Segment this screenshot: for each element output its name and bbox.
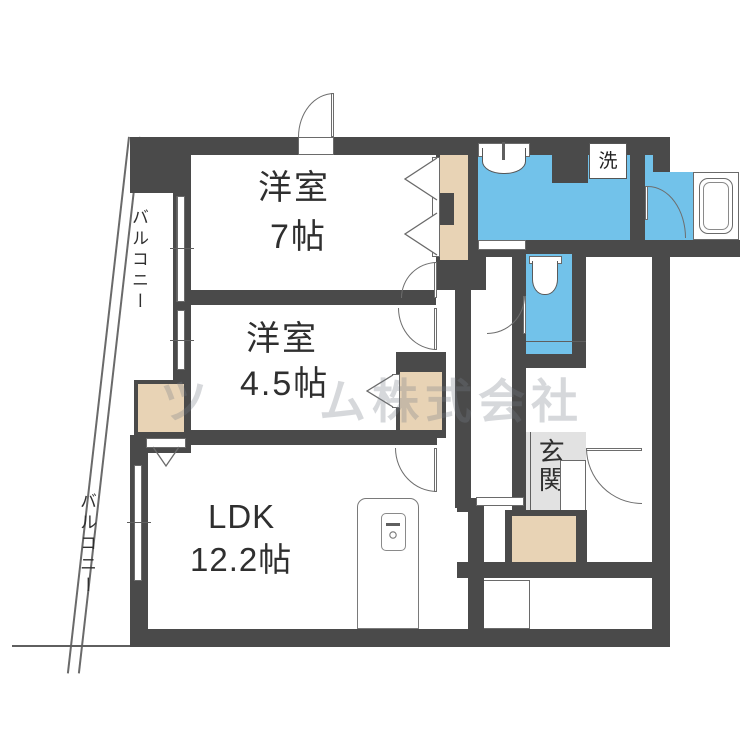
washroom-wall-notch <box>552 155 588 183</box>
bathtub-inner-icon <box>703 182 729 230</box>
closet-entry <box>512 516 576 570</box>
door-leaf-top <box>298 137 334 155</box>
bedroom-45-floor <box>191 305 396 430</box>
door-swing-top[interactable] <box>298 93 334 137</box>
balcony-bottom-edge <box>12 645 132 647</box>
kitchen-faucet-icon <box>389 531 397 539</box>
closet-hall-door <box>146 438 186 448</box>
fridge-slot <box>478 580 530 629</box>
entry-wall-bottom <box>468 562 588 578</box>
bedroom-7-label-line2: 7帖 <box>270 218 327 256</box>
window-mark-bedroom45 <box>170 340 194 342</box>
genkan-step-line <box>530 432 532 514</box>
bathroom-wall-left <box>630 155 645 257</box>
closet-hall <box>138 384 184 432</box>
washer-slot-label: 洗 <box>589 143 627 179</box>
washbasin-faucet-icon <box>502 142 505 160</box>
corridor-wall-left <box>455 290 471 508</box>
corridor-wall-right <box>512 240 526 430</box>
exterior-wall-bottom <box>130 629 670 647</box>
bedroom-45-label-line2: 4.5帖 <box>240 365 330 403</box>
partition-bedroom45-ldk <box>191 430 437 445</box>
closet-bedroom7-notch <box>440 193 454 225</box>
bedroom-45-label-line1: 洋室 <box>246 320 318 358</box>
toilet-floor-divider <box>526 341 586 343</box>
closet-bedroom7-door-arrow-lower[interactable] <box>404 212 438 256</box>
ldk-label-line2: 12.2帖 <box>190 541 293 578</box>
toilet-room-wall-right <box>572 240 586 368</box>
ldk-label-line1: LDK <box>208 498 276 535</box>
closet-bedroom45-right <box>400 372 442 430</box>
closet-bedroom45-right-arrow[interactable] <box>366 374 394 408</box>
toilet-room-wall-bottom <box>512 354 586 368</box>
partition-bedroom7-bedroom45 <box>191 290 436 305</box>
washroom-door-opening <box>478 240 526 250</box>
exterior-wall-corner-nw <box>130 137 191 193</box>
kitchen-sink-drain-bar <box>386 523 400 526</box>
closet-bedroom7-door-arrow-upper[interactable] <box>404 157 438 201</box>
closet-bedroom7-door-track <box>432 157 440 257</box>
bedroom-7-label-line1: 洋室 <box>258 169 330 207</box>
window-mark-ldk <box>127 522 151 524</box>
window-mark-bedroom7 <box>170 248 194 250</box>
bathroom-wall-bottom <box>630 240 740 257</box>
genkan-wall-left <box>512 430 526 522</box>
closet-hall-door-arrow[interactable] <box>152 446 180 468</box>
exterior-wall-right <box>652 137 670 647</box>
genkan-inner-riser <box>560 460 586 514</box>
kitchen-sink <box>381 513 406 551</box>
balcony-upper-label: バルコニー <box>129 208 149 313</box>
door-swing-entrance[interactable] <box>586 448 642 504</box>
interior-wall-right-lower <box>586 562 670 578</box>
bedroom-7-floor <box>191 155 436 290</box>
balcony-lower-label: バルコニー <box>77 492 97 597</box>
hall-opening-upper <box>476 497 524 506</box>
toilet-bowl-icon <box>532 261 558 295</box>
door-swing-bedroom45-corridor[interactable] <box>398 308 437 350</box>
